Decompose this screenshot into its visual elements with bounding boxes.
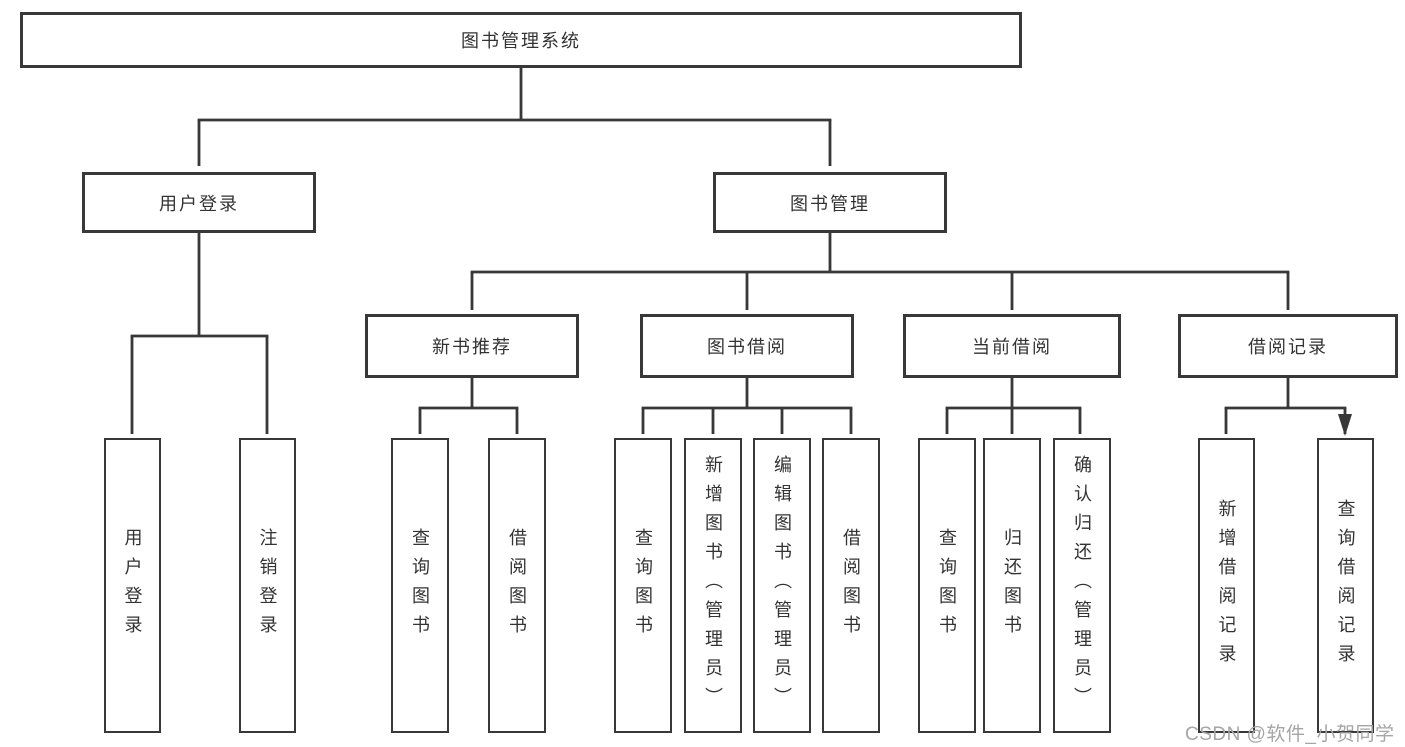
- node-label: 图书管理: [790, 193, 870, 214]
- node-label: 借阅记录: [1248, 337, 1328, 357]
- watermark-text: CSDN @软件_小贺同学: [1185, 724, 1395, 745]
- connector-arrows: [130, 120, 1345, 434]
- leaf-borrow-books-recommend: 借阅图书: [488, 438, 546, 733]
- node-book-borrowing: 图书借阅: [640, 314, 854, 378]
- leaf-add-borrow-record: 新增借阅记录: [1198, 438, 1255, 733]
- leaf-edit-book-admin: 编辑图书（管理员）: [753, 438, 811, 733]
- node-book-management: 图书管理: [713, 172, 947, 233]
- connector-elbows: [130, 66, 1347, 410]
- leaf-label: 查询图书: [937, 527, 957, 644]
- leaf-label: 编辑图书（管理员）: [772, 455, 792, 716]
- leaf-label: 查询图书: [410, 527, 430, 644]
- leaf-label: 归还图书: [1002, 527, 1022, 644]
- leaf-borrow-books: 借阅图书: [822, 438, 880, 733]
- leaf-query-borrow-record: 查询借阅记录: [1317, 438, 1374, 733]
- node-label: 当前借阅: [972, 337, 1052, 357]
- node-label: 图书借阅: [707, 337, 787, 357]
- leaf-label: 借阅图书: [507, 527, 527, 644]
- leaf-label: 查询借阅记录: [1335, 498, 1356, 673]
- leaf-label: 新增图书（管理员）: [703, 455, 723, 716]
- node-label: 用户登录: [159, 193, 239, 214]
- node-label: 图书管理系统: [461, 31, 581, 51]
- leaf-label: 借阅图书: [841, 527, 861, 644]
- leaf-query-books-current: 查询图书: [918, 438, 976, 733]
- node-label: 新书推荐: [432, 337, 512, 357]
- leaf-confirm-return-admin: 确认归还（管理员）: [1053, 438, 1111, 733]
- leaf-return-books: 归还图书: [983, 438, 1041, 733]
- node-new-book-recommendation: 新书推荐: [365, 314, 579, 378]
- leaf-logout: 注销登录: [239, 438, 296, 733]
- node-user-login: 用户登录: [82, 172, 316, 233]
- node-book-management-system: 图书管理系统: [20, 12, 1022, 68]
- leaf-label: 查询图书: [633, 527, 653, 644]
- leaf-label: 用户登录: [122, 527, 143, 644]
- leaf-label: 注销登录: [257, 527, 278, 644]
- leaf-query-books-recommend: 查询图书: [391, 438, 449, 733]
- leaf-user-login: 用户登录: [104, 438, 161, 733]
- leaf-query-books-borrowing: 查询图书: [614, 438, 672, 733]
- leaf-label: 新增借阅记录: [1216, 498, 1237, 673]
- leaf-add-book-admin: 新增图书（管理员）: [684, 438, 742, 733]
- node-current-borrowing: 当前借阅: [903, 314, 1121, 378]
- leaf-label: 确认归还（管理员）: [1072, 455, 1092, 716]
- node-borrowing-records: 借阅记录: [1178, 314, 1398, 378]
